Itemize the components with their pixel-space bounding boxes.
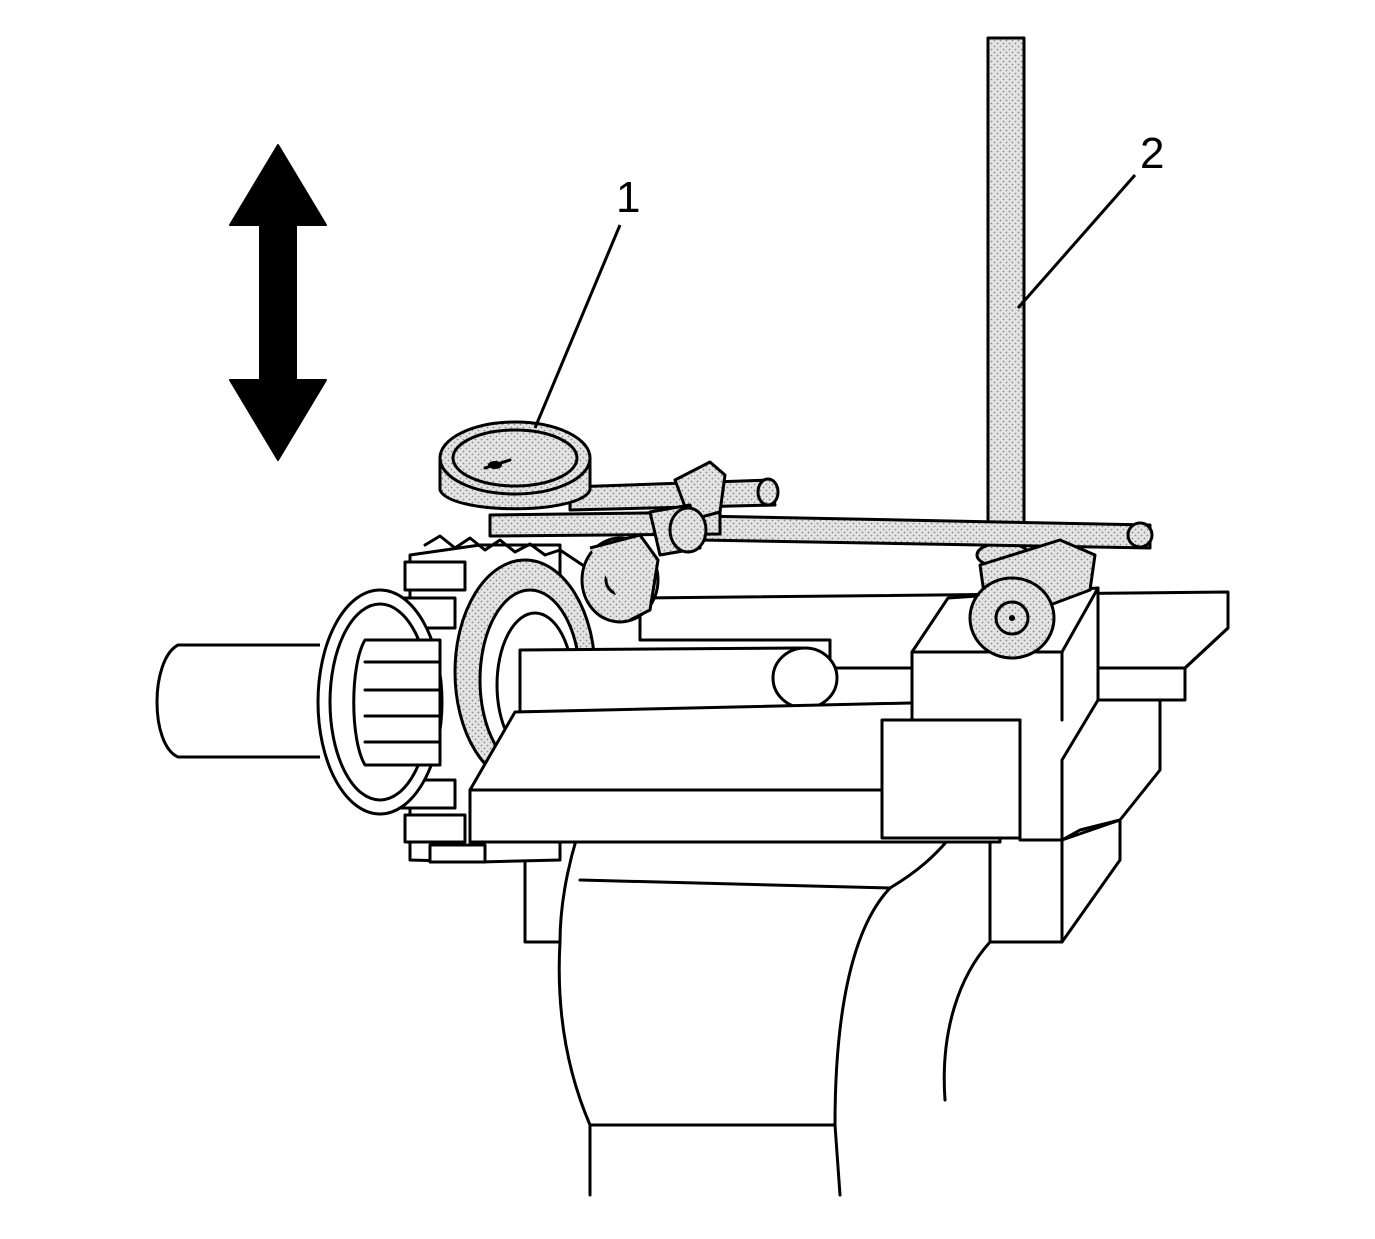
callout-2-leader-line <box>1016 174 1137 309</box>
indicator-stylus-wheel <box>580 533 660 624</box>
callout-1-label: 1 <box>616 173 640 222</box>
cross-shaft <box>518 646 839 714</box>
carrier-ring <box>316 588 444 816</box>
callout-1-leader-line <box>533 224 622 429</box>
callout-2-label: 2 <box>1140 129 1164 178</box>
double-headed-vertical-arrow <box>229 144 327 461</box>
housing-lower-body <box>523 788 1122 1197</box>
post-clamp <box>968 538 1097 660</box>
axle-shaft <box>155 643 320 759</box>
magnetic-base-post <box>975 36 1031 569</box>
mounting-block <box>880 586 1162 842</box>
dial-indicator <box>438 420 592 511</box>
